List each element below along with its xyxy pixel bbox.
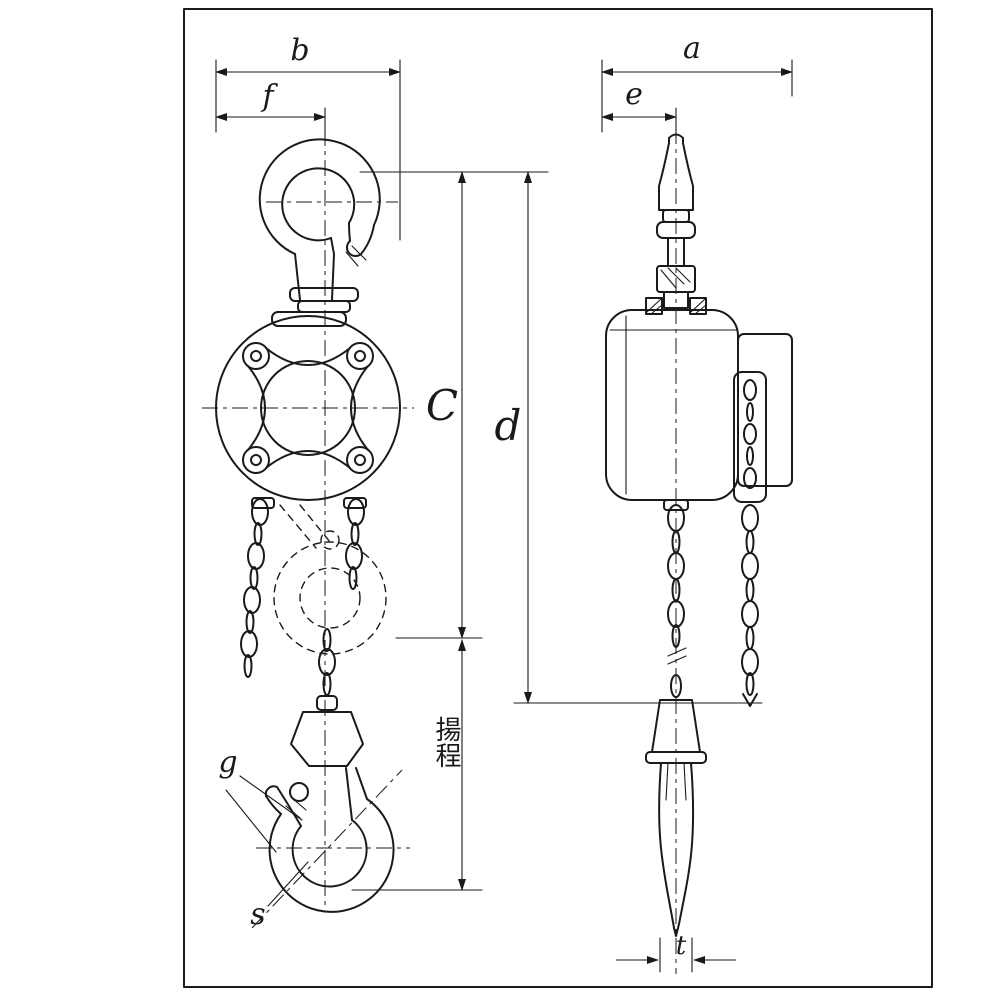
top-hook-side: [645, 133, 707, 315]
hoist-body-side: [605, 309, 793, 511]
side-view: a e t: [601, 31, 793, 974]
dim-label-e: e: [625, 77, 643, 112]
front-view: g s b f C d 揚程: [202, 33, 763, 932]
hand-chain-side: [741, 504, 759, 707]
dim-label-f: f: [260, 79, 278, 114]
dim-label-t: t: [676, 931, 687, 961]
front-view-dimensions: b f C d 揚程: [215, 33, 763, 891]
dim-label-a: a: [683, 31, 701, 66]
side-view-dimensions: a e t: [601, 31, 793, 973]
hook-callouts: g s: [218, 745, 309, 932]
phantom-hook-front: [273, 504, 387, 655]
dim-label-s: s: [250, 897, 265, 932]
top-hook-front: [258, 138, 381, 313]
hoist-body-front: [215, 311, 401, 509]
load-chain-front: [240, 498, 365, 696]
dim-label-b: b: [290, 33, 309, 68]
load-chain-side: [667, 504, 687, 665]
bottom-hook-front: [264, 695, 395, 913]
bottom-hook-side: [645, 674, 707, 937]
dim-label-d: d: [495, 401, 522, 450]
dim-label-g: g: [218, 745, 237, 780]
dim-label-c: C: [426, 381, 458, 430]
front-view-centerlines: [202, 130, 414, 929]
drawing-border: [183, 8, 933, 988]
dim-label-lift: 揚程: [431, 716, 461, 768]
